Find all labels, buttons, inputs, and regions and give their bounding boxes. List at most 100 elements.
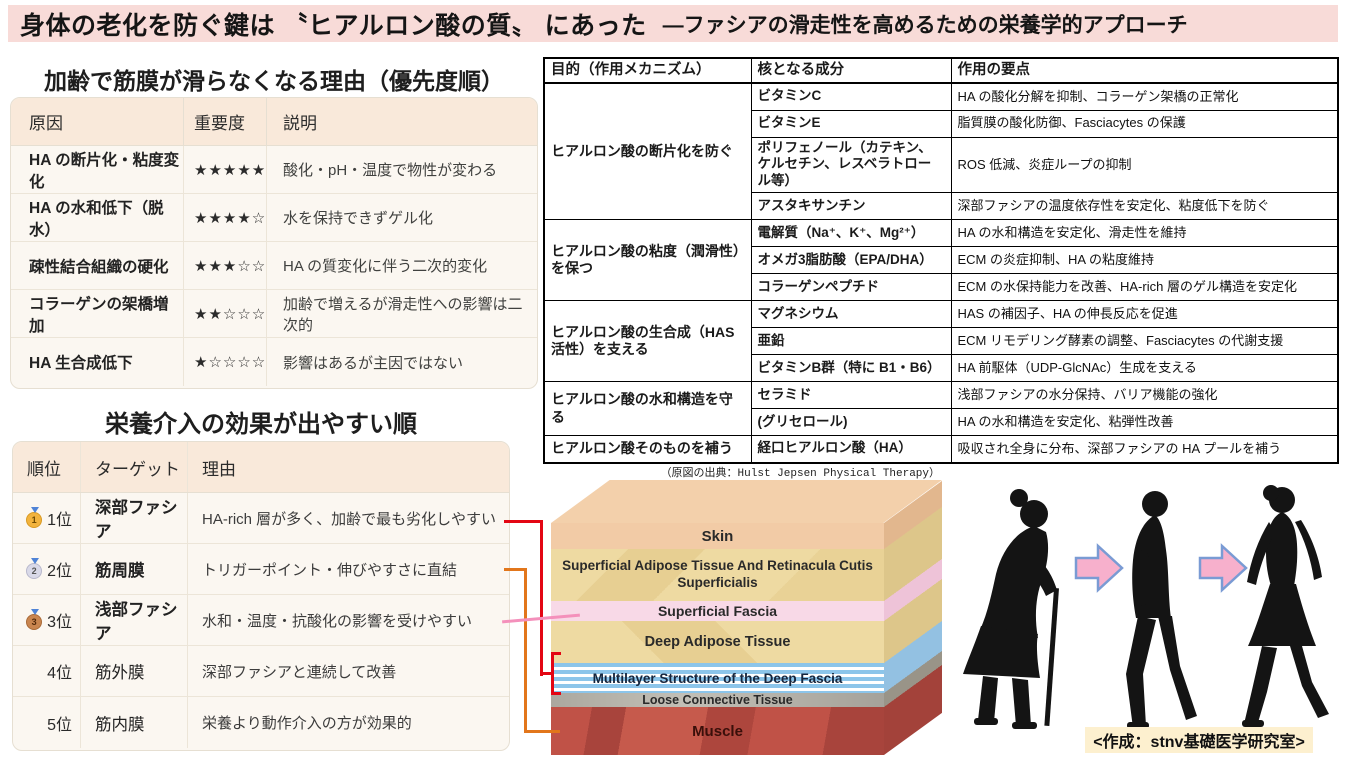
priority-table: 順位 ターゲット 理由 1 1位 深部ファシア HA-rich 層が多く、加齢で… xyxy=(12,441,510,751)
target-cell: 筋外膜 xyxy=(81,646,188,696)
bronze-medal-icon: 3 xyxy=(26,609,43,630)
aging-recovery-silhouettes xyxy=(950,460,1346,730)
table-row: オメガ3脂肪酸（EPA/DHA） ECM の炎症抑制、HA の粘度維持 xyxy=(544,246,1339,275)
component-cell: ビタミンC xyxy=(750,82,952,111)
description-cell: 影響はあるが主因ではない xyxy=(283,354,464,372)
reasons-table-title: 加齢で筋膜が滑らなくなる理由（優先度順） xyxy=(44,68,504,94)
component-cell: 亜鉛 xyxy=(750,327,952,356)
component-cell: マグネシウム xyxy=(750,300,952,329)
layer-superficial-adipose: Superficial Adipose Tissue And Retinacul… xyxy=(551,549,884,601)
priority-header-row: 順位 ターゲット 理由 xyxy=(13,442,509,493)
rank-cell: 1 1位 xyxy=(13,493,81,543)
reason-cell: 水和・温度・抗酸化の影響を受けやすい xyxy=(202,612,473,630)
point-cell: HAS の補因子、HA の伸長反応を促進 xyxy=(950,300,1339,329)
component-cell: ビタミンE xyxy=(750,109,952,138)
nutrition-table: 目的（作用メカニズム） 核となる成分 作用の要点 ヒアルロン酸の断片化を防ぐ ビ… xyxy=(543,57,1339,464)
point-cell: 深部ファシアの温度依存性を安定化、粘度低下を防ぐ xyxy=(950,192,1339,221)
layer-muscle: Muscle xyxy=(551,707,884,755)
table-row: コラーゲンの架橋増加 ★★☆☆☆ 加齢で増えるが滑走性への影響は二次的 xyxy=(11,290,537,338)
component-cell: アスタキサンチン xyxy=(750,192,952,221)
connector-orange-line xyxy=(524,730,560,733)
point-cell: HA の水和構造を安定化、粘弾性改善 xyxy=(950,408,1339,437)
col-header-target: ターゲット xyxy=(81,442,188,492)
component-cell: コラーゲンペプチド xyxy=(750,273,952,302)
star-rating: ★☆☆☆☆ xyxy=(184,338,267,386)
silver-medal-icon: 2 xyxy=(26,558,43,579)
star-rating: ★★★★☆ xyxy=(184,194,267,241)
cause-cell: コラーゲンの架橋増加 xyxy=(11,290,184,337)
layer-deep-fascia: Multilayer Structure of the Deep Fascia xyxy=(551,663,884,693)
layer-skin: Skin xyxy=(551,523,884,549)
purpose-cell: ヒアルロン酸の粘度（潤滑性）を保つ xyxy=(543,219,752,302)
table-row: ヒアルロン酸の断片化を防ぐ ビタミンC HA の酸化分解を抑制、コラーゲン架橋の… xyxy=(543,82,1339,221)
table-row: 5位 筋内膜 栄養より動作介入の方が効果的 xyxy=(13,697,509,748)
table-row: 疎性結合組織の硬化 ★★★☆☆ HA の質変化に伴う二次的変化 xyxy=(11,242,537,290)
reasons-table: 原因 重要度 説明 HA の断片化・粘度変化 ★★★★★ 酸化・pH・温度で物性… xyxy=(10,97,538,389)
point-cell: ECM リモデリング酵素の調整、Fasciacytes の代謝支援 xyxy=(950,327,1339,356)
table-row: 3 3位 浅部ファシア 水和・温度・抗酸化の影響を受けやすい xyxy=(13,595,509,646)
credit-badge: <作成：stnv基礎医学研究室> xyxy=(1085,727,1313,753)
col-header-purpose: 目的（作用メカニズム） xyxy=(543,57,752,84)
description-cell: 酸化・pH・温度で物性が変わる xyxy=(283,162,498,179)
priority-table-title: 栄養介入の効果が出やすい順 xyxy=(105,411,417,438)
pink-arrow-icon xyxy=(1074,543,1124,593)
table-row: HA の水和低下（脱水） ★★★★☆ 水を保持できずゲル化 xyxy=(11,194,537,242)
table-row: コラーゲンペプチド ECM の水保持能力を改善、HA-rich 層のゲル構造を安… xyxy=(544,273,1339,302)
cause-cell: HA の断片化・粘度変化 xyxy=(11,146,184,193)
diagram-side-face xyxy=(884,480,942,755)
table-row: アスタキサンチン 深部ファシアの温度依存性を安定化、粘度低下を防ぐ xyxy=(544,192,1339,221)
cause-cell: 疎性結合組織の硬化 xyxy=(11,242,184,289)
middle-aged-silhouette xyxy=(1126,491,1197,729)
description-cell: 加齢で増えるが滑走性への影響は二次的 xyxy=(283,295,523,334)
reasons-header-row: 原因 重要度 説明 xyxy=(11,98,537,146)
rank-label: 3位 xyxy=(47,614,72,631)
reason-cell: HA-rich 層が多く、加齢で最も劣化しやすい xyxy=(202,510,497,528)
page-title: 身体の老化を防ぐ鍵は 〝ヒアルロン酸の質〟 にあった xyxy=(20,11,647,40)
point-cell: HA の酸化分解を抑制、コラーゲン架橋の正常化 xyxy=(950,82,1339,111)
elderly-woman-silhouette xyxy=(963,489,1059,729)
purpose-cell: ヒアルロン酸の水和構造を守る xyxy=(543,381,752,437)
purpose-cell: ヒアルロン酸の生合成（HAS活性）を支える xyxy=(543,300,752,383)
component-cell: 経口ヒアルロン酸（HA） xyxy=(750,435,952,464)
table-row: ヒアルロン酸そのものを補う 経口ヒアルロン酸（HA） 吸収され全身に分布、深部フ… xyxy=(543,435,1339,464)
reason-cell: トリガーポイント・伸びやすさに直結 xyxy=(202,561,458,579)
pink-arrow-icon xyxy=(1198,543,1248,593)
rank-label: 1位 xyxy=(47,512,72,529)
component-cell: ポリフェノール（カテキン、ケルセチン、レスベラトロール等） xyxy=(750,136,952,194)
table-row: ビタミンB群（特に B1・B6） HA 前駆体（UDP-GlcNAc）生成を支え… xyxy=(544,354,1339,383)
table-row: 1 1位 深部ファシア HA-rich 層が多く、加齢で最も劣化しやすい xyxy=(13,493,509,544)
page-subtitle: ―ファシアの滑走性を高めるための栄養学的アプローチ xyxy=(662,13,1188,37)
description-cell: 水を保持できずゲル化 xyxy=(283,210,434,227)
diagram-attribution: （原図の出典：Hulst Jepsen Physical Therapy） xyxy=(660,468,940,480)
target-cell: 浅部ファシア xyxy=(81,595,188,645)
star-rating: ★★☆☆☆ xyxy=(184,290,267,337)
component-cell: オメガ3脂肪酸（EPA/DHA） xyxy=(750,246,952,275)
target-cell: 筋周膜 xyxy=(81,544,188,594)
col-header-component: 核となる成分 xyxy=(750,57,952,84)
reason-cell: 深部ファシアと連続して改善 xyxy=(202,663,397,681)
layer-deep-adipose: Deep Adipose Tissue xyxy=(551,621,884,663)
component-cell: ビタミンB群（特に B1・B6） xyxy=(750,354,952,383)
point-cell: 脂質膜の酸化防御、Fasciacytes の保護 xyxy=(950,109,1339,138)
point-cell: ROS 低減、炎症ループの抑制 xyxy=(950,136,1339,194)
gold-medal-icon: 1 xyxy=(26,507,43,528)
purpose-cell: ヒアルロン酸そのものを補う xyxy=(543,435,752,464)
table-row: HA 生合成低下 ★☆☆☆☆ 影響はあるが主因ではない xyxy=(11,338,537,386)
target-cell: 筋内膜 xyxy=(81,697,188,748)
point-cell: HA の水和構造を安定化、滑走性を維持 xyxy=(950,219,1339,248)
star-rating: ★★★★★ xyxy=(184,146,267,193)
rank-cell: 4位 xyxy=(13,646,81,696)
connector-red-line xyxy=(504,520,543,523)
rank-cell: 2 2位 xyxy=(13,544,81,594)
cause-cell: HA 生合成低下 xyxy=(11,338,184,386)
skin-top-face xyxy=(551,480,942,523)
col-header-point: 作用の要点 xyxy=(950,57,1339,84)
table-row: 2 2位 筋周膜 トリガーポイント・伸びやすさに直結 xyxy=(13,544,509,595)
rank-label: 2位 xyxy=(47,563,72,580)
connector-orange-line xyxy=(504,568,527,571)
table-row: ポリフェノール（カテキン、ケルセチン、レスベラトロール等） ROS 低減、炎症ル… xyxy=(544,136,1339,194)
table-row: HA の断片化・粘度変化 ★★★★★ 酸化・pH・温度で物性が変わる xyxy=(11,146,537,194)
description-cell: HA の質変化に伴う二次的変化 xyxy=(283,258,488,275)
layer-loose-connective: Loose Connective Tissue xyxy=(551,693,884,707)
table-row: (グリセロール) HA の水和構造を安定化、粘弾性改善 xyxy=(544,408,1339,437)
